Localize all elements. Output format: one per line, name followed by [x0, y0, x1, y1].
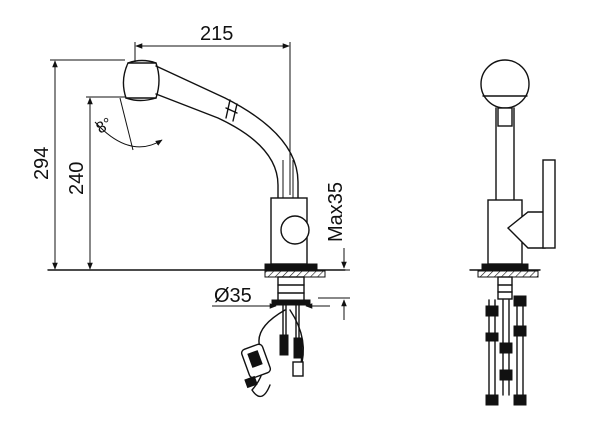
spout-height-label: 240	[66, 162, 88, 195]
front-spray-head	[480, 59, 530, 127]
front-shank	[497, 276, 513, 300]
front-body	[481, 159, 556, 271]
front-hoses	[485, 295, 527, 406]
side-view: 215 294 240 8°	[31, 23, 350, 398]
hole-diameter-label: Ø35	[214, 285, 252, 307]
angle-label: 8°	[94, 115, 116, 137]
hoses	[240, 309, 305, 398]
extension-lines	[50, 42, 291, 195]
max-thickness-dimension: Max35	[318, 182, 350, 320]
faucet-body	[264, 197, 318, 271]
total-height-label: 294	[31, 147, 53, 180]
front-countertop-hatch	[477, 270, 539, 278]
angle-dimension: 8°	[94, 97, 163, 151]
spout-height-dimension: 240	[66, 97, 93, 270]
width-label: 215	[200, 23, 233, 45]
spout	[155, 65, 299, 199]
front-view	[469, 59, 556, 406]
total-height-dimension: 294	[31, 60, 58, 270]
handle-knob	[280, 215, 310, 245]
spray-head	[122, 59, 160, 102]
max-thickness-label: Max35	[325, 182, 347, 242]
hole-diameter-dimension: Ø35	[212, 285, 330, 309]
width-dimension: 215	[135, 23, 290, 49]
front-stem	[495, 107, 515, 201]
front-lever	[542, 159, 556, 249]
mounting-assembly	[264, 270, 326, 359]
